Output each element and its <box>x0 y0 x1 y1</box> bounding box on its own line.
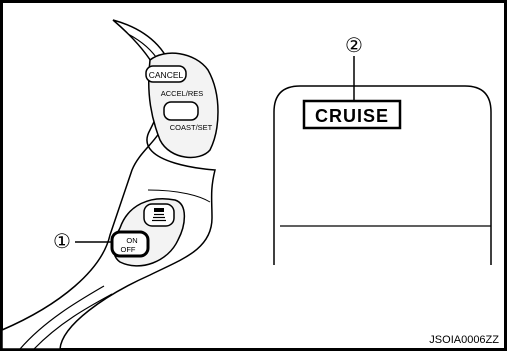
on-off-button[interactable]: ON OFF <box>110 230 150 258</box>
callout-1-number: ① <box>53 231 71 253</box>
cancel-button[interactable]: CANCEL <box>145 65 187 83</box>
spoke-outline <box>1 19 216 350</box>
callout-2-number: ② <box>345 35 363 57</box>
cancel-label: CANCEL <box>149 70 184 80</box>
callout-2: ② <box>345 35 363 101</box>
cruise-indicator-frame <box>302 99 402 130</box>
on-off-button-shape <box>110 230 150 258</box>
callout-1: ① <box>53 231 112 253</box>
spoke-grip-ridge <box>19 285 113 350</box>
spoke-lower-contour <box>147 189 211 203</box>
cancel-button-shape <box>145 65 187 83</box>
upper-switch-cluster: CANCEL ACCEL/RES COAST/SET <box>145 52 219 159</box>
distance-icon <box>152 208 166 222</box>
combination-meter: CRUISE <box>273 85 492 265</box>
cruise-indicator: CRUISE <box>302 99 402 130</box>
distance-button[interactable] <box>143 203 175 227</box>
cruise-indicator-text: CRUISE <box>315 106 389 126</box>
off-label: OFF <box>121 245 136 254</box>
on-label: ON <box>126 236 137 245</box>
accel-coast-lever-button[interactable] <box>163 101 199 121</box>
coast-set-label: COAST/SET <box>170 123 213 132</box>
accel-res-label: ACCEL/RES <box>161 89 204 98</box>
figure-code: JSOIA0006ZZ <box>429 334 499 346</box>
meter-outline <box>273 85 492 265</box>
lower-switch-cluster: ON OFF <box>110 198 186 267</box>
